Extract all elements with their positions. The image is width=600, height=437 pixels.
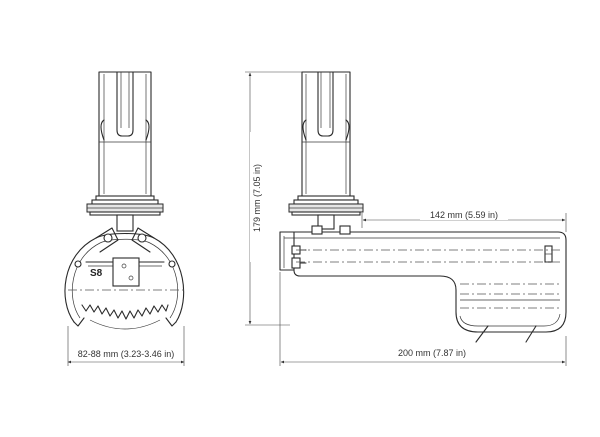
front-tube-slot	[116, 71, 134, 137]
dim-height: 179 mm (7.05 in)	[245, 71, 302, 326]
clamp-ring	[64, 232, 185, 323]
dim-length: 200 mm (7.87 in)	[279, 272, 567, 366]
dim-length-label: 200 mm (7.87 in)	[398, 348, 466, 358]
dim-offset-label: 142 mm (5.59 in)	[430, 210, 498, 220]
side-arm	[279, 231, 567, 333]
dim-clamp-range: 82-88 mm (3.23-3.46 in)	[67, 326, 185, 366]
front-tube	[98, 71, 152, 197]
dim-height-label: 179 mm (7.05 in)	[252, 164, 262, 232]
side-hook-left	[475, 325, 489, 343]
dim-offset: 142 mm (5.59 in)	[361, 210, 567, 232]
front-flange-top	[95, 195, 155, 201]
clamp-lever-right	[131, 227, 155, 253]
clamp-marking: S8	[90, 268, 103, 279]
side-view: 179 mm (7.05 in) 142 mm (5.59 in)	[245, 71, 567, 366]
front-stem	[116, 214, 134, 232]
serrated-jaw	[81, 304, 169, 320]
side-tube-slot	[317, 71, 334, 137]
front-view: S8 82-88 mm (3.23-3.46 in)	[64, 71, 185, 366]
side-hook-right	[525, 325, 537, 343]
side-tube	[301, 71, 351, 197]
clamp-lever-left	[95, 227, 119, 253]
front-bracket-plate	[112, 257, 140, 287]
dim-clamp-range-label: 82-88 mm (3.23-3.46 in)	[78, 349, 175, 359]
